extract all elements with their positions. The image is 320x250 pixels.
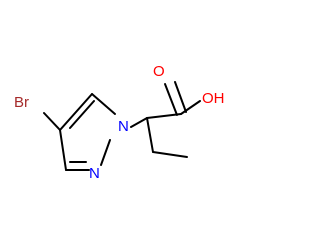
bond-carbonyl-double-2	[174, 81, 187, 113]
nitrogen-1-label: N	[118, 118, 129, 135]
bond-cb-cmethyl	[152, 151, 188, 158]
structure-canvas: Br N N O OH	[14, 63, 225, 182]
bond-n1-ca	[130, 117, 148, 128]
bond-c-oh	[180, 100, 201, 115]
bond-c4-c5-inner	[69, 100, 95, 129]
nitrogen-2-label: N	[89, 165, 100, 182]
bond-ca-cb	[146, 117, 154, 153]
bond-c4-c5	[59, 93, 93, 131]
bond-c3-c4	[59, 129, 67, 171]
bond-ca-ccarboxyl	[146, 113, 182, 119]
bond-carbonyl-double-1	[164, 83, 178, 116]
bond-c4-br	[43, 112, 61, 131]
carbonyl-oxygen-label: O	[153, 63, 165, 80]
bond-c5-n1	[91, 93, 116, 115]
hydroxyl-label: OH	[202, 90, 225, 107]
bond-n1-n2	[100, 139, 111, 166]
bromine-label: Br	[14, 94, 29, 111]
